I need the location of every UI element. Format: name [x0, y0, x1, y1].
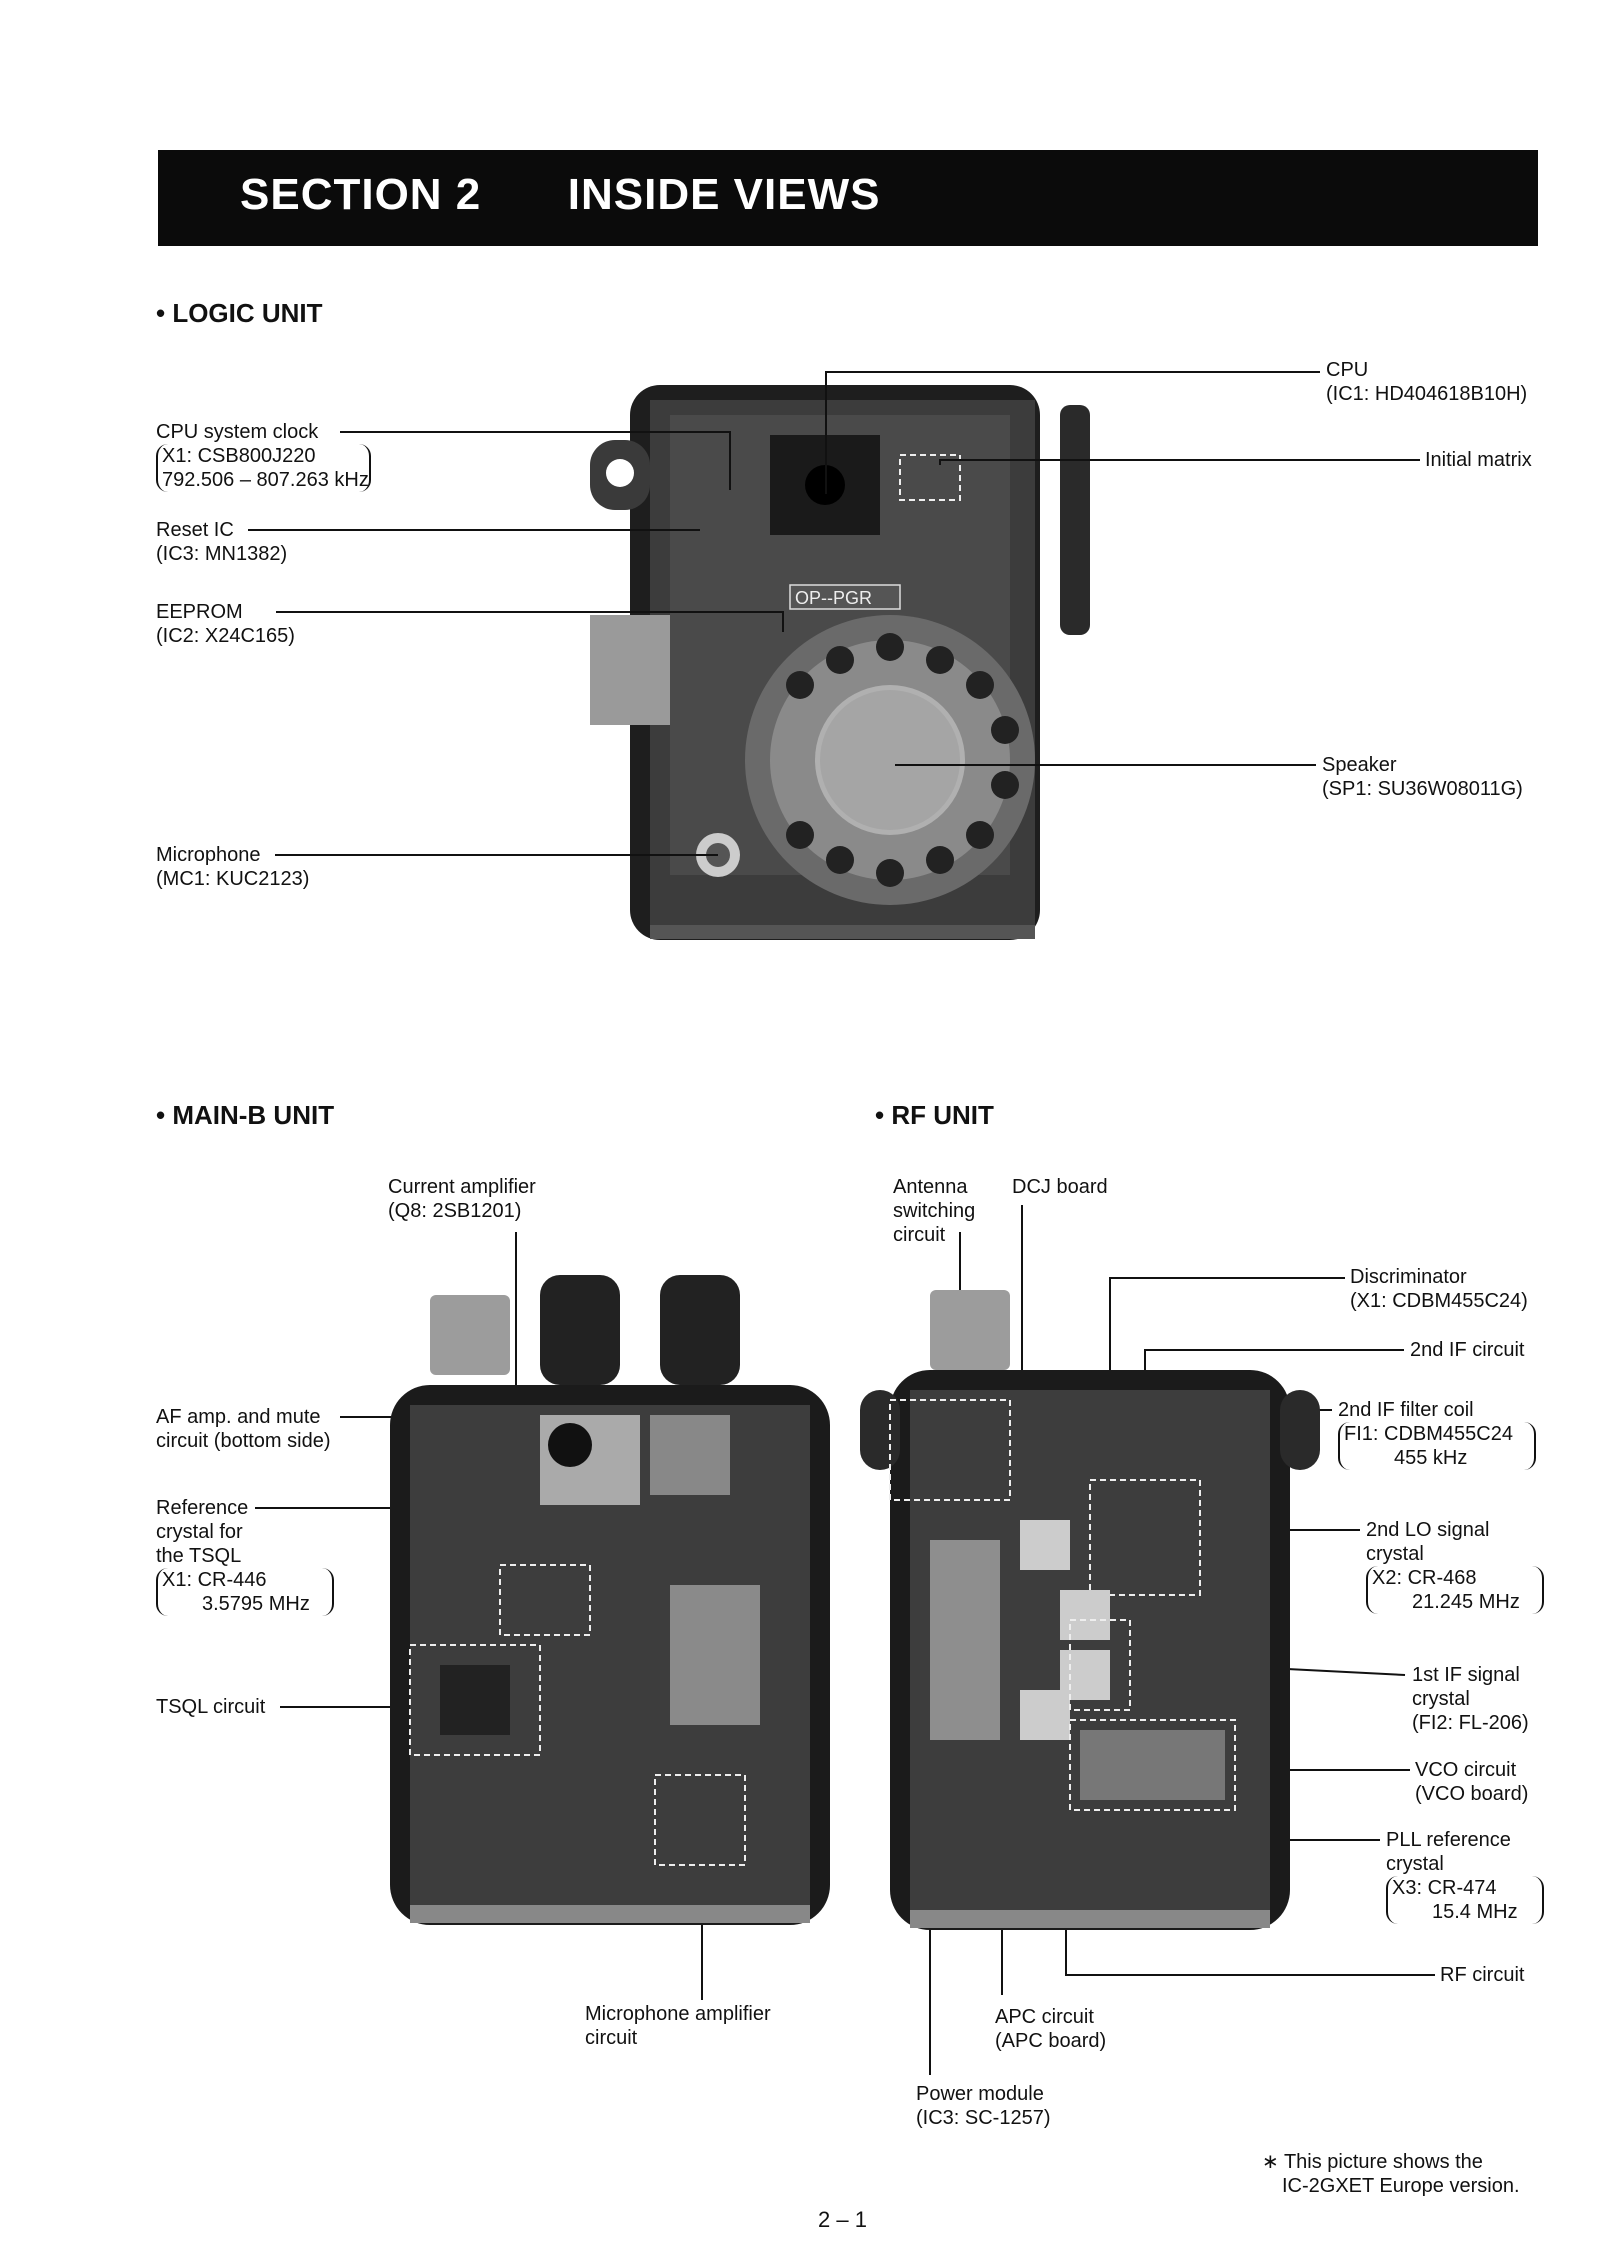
- rf-unit-heading: • RF UNIT: [875, 1100, 994, 1130]
- main-b-unit-heading: • MAIN-B UNIT: [156, 1100, 335, 1130]
- label-tsql-circuit: TSQL circuit: [156, 1696, 266, 1718]
- label-reference-crystal: Reference crystal for the TSQL X1: CR-44…: [156, 1496, 334, 1616]
- label-pll-reference: PLL reference crystal X3: CR-474 15.4 MH…: [1386, 1828, 1544, 1924]
- footnote: ∗ This picture shows the IC-2GXET Europe…: [1262, 2151, 1520, 2197]
- label-eeprom: EEPROM (IC2: X24C165): [156, 601, 295, 647]
- label-reset-ic: Reset IC (IC3: MN1382): [156, 519, 288, 565]
- section-header-bar: [158, 150, 1538, 246]
- section-header: SECTION 2 INSIDE VIEWS: [240, 170, 880, 220]
- label-cpu: CPU (IC1: HD404618B10H): [1326, 359, 1528, 405]
- label-microphone: Microphone (MC1: KUC2123): [156, 844, 310, 890]
- section-number: SECTION 2: [240, 170, 482, 219]
- label-2nd-if-filter: 2nd IF filter coil FI1: CDBM455C24 455 k…: [1338, 1398, 1536, 1470]
- label-current-amplifier: Current amplifier (Q8: 2SB1201): [388, 1176, 536, 1222]
- label-apc-circuit: APC circuit (APC board): [995, 2006, 1107, 2052]
- label-microphone-amplifier: Microphone amplifier circuit: [585, 2003, 771, 2049]
- label-1st-if-crystal: 1st IF signal crystal (FI2: FL-206): [1412, 1664, 1529, 1734]
- label-2nd-lo-crystal: 2nd LO signal crystal X2: CR-468 21.245 …: [1366, 1518, 1544, 1614]
- label-cpu-system-clock: CPU system clock X1: CSB800J220 792.506 …: [156, 421, 371, 492]
- label-speaker: Speaker (SP1: SU36W08011G): [1322, 754, 1523, 800]
- label-2nd-if-circuit: 2nd IF circuit: [1410, 1339, 1525, 1361]
- main-b-unit-photo: [390, 1275, 830, 1925]
- label-discriminator: Discriminator (X1: CDBM455C24): [1350, 1266, 1528, 1312]
- label-af-amp: AF amp. and mute circuit (bottom side): [156, 1406, 331, 1452]
- page-number: 2 – 1: [818, 2207, 867, 2232]
- label-dcj-board: DCJ board: [1012, 1176, 1108, 1198]
- board-marking: OP--PGR: [795, 588, 872, 608]
- section-title: INSIDE VIEWS: [567, 170, 881, 219]
- label-antenna-switching: Antenna switching circuit: [893, 1176, 976, 1246]
- logic-unit-photo: OP--PGR: [590, 385, 1090, 940]
- label-power-module: Power module (IC3: SC-1257): [916, 2083, 1051, 2129]
- label-rf-circuit: RF circuit: [1440, 1964, 1525, 1986]
- rf-unit-photo: [860, 1290, 1320, 1930]
- label-vco-circuit: VCO circuit (VCO board): [1415, 1759, 1529, 1805]
- label-initial-matrix: Initial matrix: [1425, 449, 1532, 471]
- logic-unit-heading: • LOGIC UNIT: [156, 298, 323, 328]
